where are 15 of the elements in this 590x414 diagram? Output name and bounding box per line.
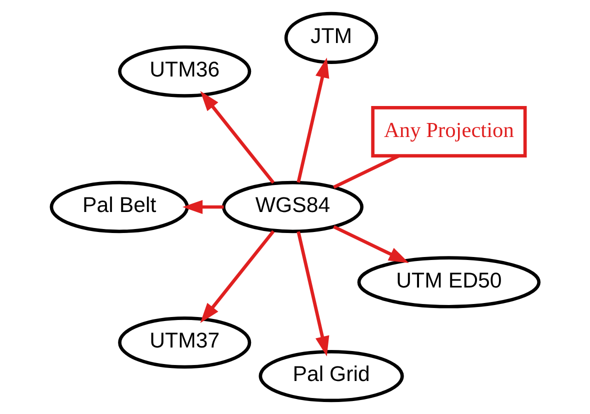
node-ellipse: WGS84 xyxy=(222,180,364,234)
node-ellipse: Pal Belt xyxy=(50,180,189,234)
arrow xyxy=(296,231,330,356)
arrow xyxy=(200,91,275,184)
node-ellipse: Pal Grid xyxy=(258,350,404,402)
arrow xyxy=(296,58,330,183)
node-ellipse: UTM37 xyxy=(118,316,252,369)
node-ellipse: UTM36 xyxy=(118,45,252,98)
arrow xyxy=(182,200,224,214)
node-box: Any Projection xyxy=(371,106,527,158)
arrow xyxy=(200,230,275,323)
arrow xyxy=(333,225,409,263)
node-ellipse: JTM xyxy=(284,12,378,64)
node-ellipse: UTM ED50 xyxy=(357,256,541,308)
connector xyxy=(333,154,400,189)
